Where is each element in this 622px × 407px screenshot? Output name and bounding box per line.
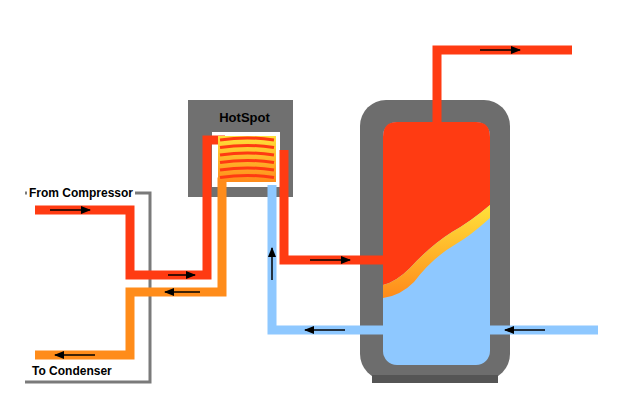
- flow-arrow: [168, 274, 195, 276]
- coil-winding: [220, 176, 274, 178]
- refrigerant-in-pipe: [35, 140, 225, 275]
- flow-arrow: [50, 209, 90, 211]
- flow-arrow: [165, 291, 200, 293]
- flow-arrow: [310, 259, 350, 261]
- hot-water: [383, 122, 490, 285]
- heat-exchanger-coil: [220, 138, 274, 178]
- cold-water: [383, 122, 490, 365]
- pipe-label: From Compressor: [27, 186, 135, 201]
- device-title: HotSpot: [188, 100, 301, 125]
- coil-winding: [220, 153, 274, 155]
- flow-arrow: [305, 329, 345, 331]
- coil-heat: [218, 136, 276, 182]
- pipe-label: To Condenser: [30, 364, 114, 379]
- flow-arrow: [271, 248, 273, 280]
- tank-shell: [360, 100, 510, 380]
- coil-winding: [220, 138, 274, 140]
- coil-winding: [220, 168, 274, 170]
- coil-winding: [220, 146, 274, 148]
- flow-arrow: [505, 329, 545, 331]
- flow-arrow: [480, 49, 520, 51]
- coil-chamber: [212, 132, 280, 187]
- water-return-pipe: [284, 150, 383, 260]
- thermocline: [383, 205, 490, 298]
- cold-inlet-pipe: [490, 326, 598, 335]
- hot-water-pipe: [437, 50, 572, 122]
- refrigerant-out-pipe: [35, 182, 226, 355]
- tank-base: [372, 375, 498, 383]
- device-box: HotSpot: [188, 100, 301, 125]
- coil-winding: [220, 161, 274, 163]
- flow-arrow: [55, 354, 95, 356]
